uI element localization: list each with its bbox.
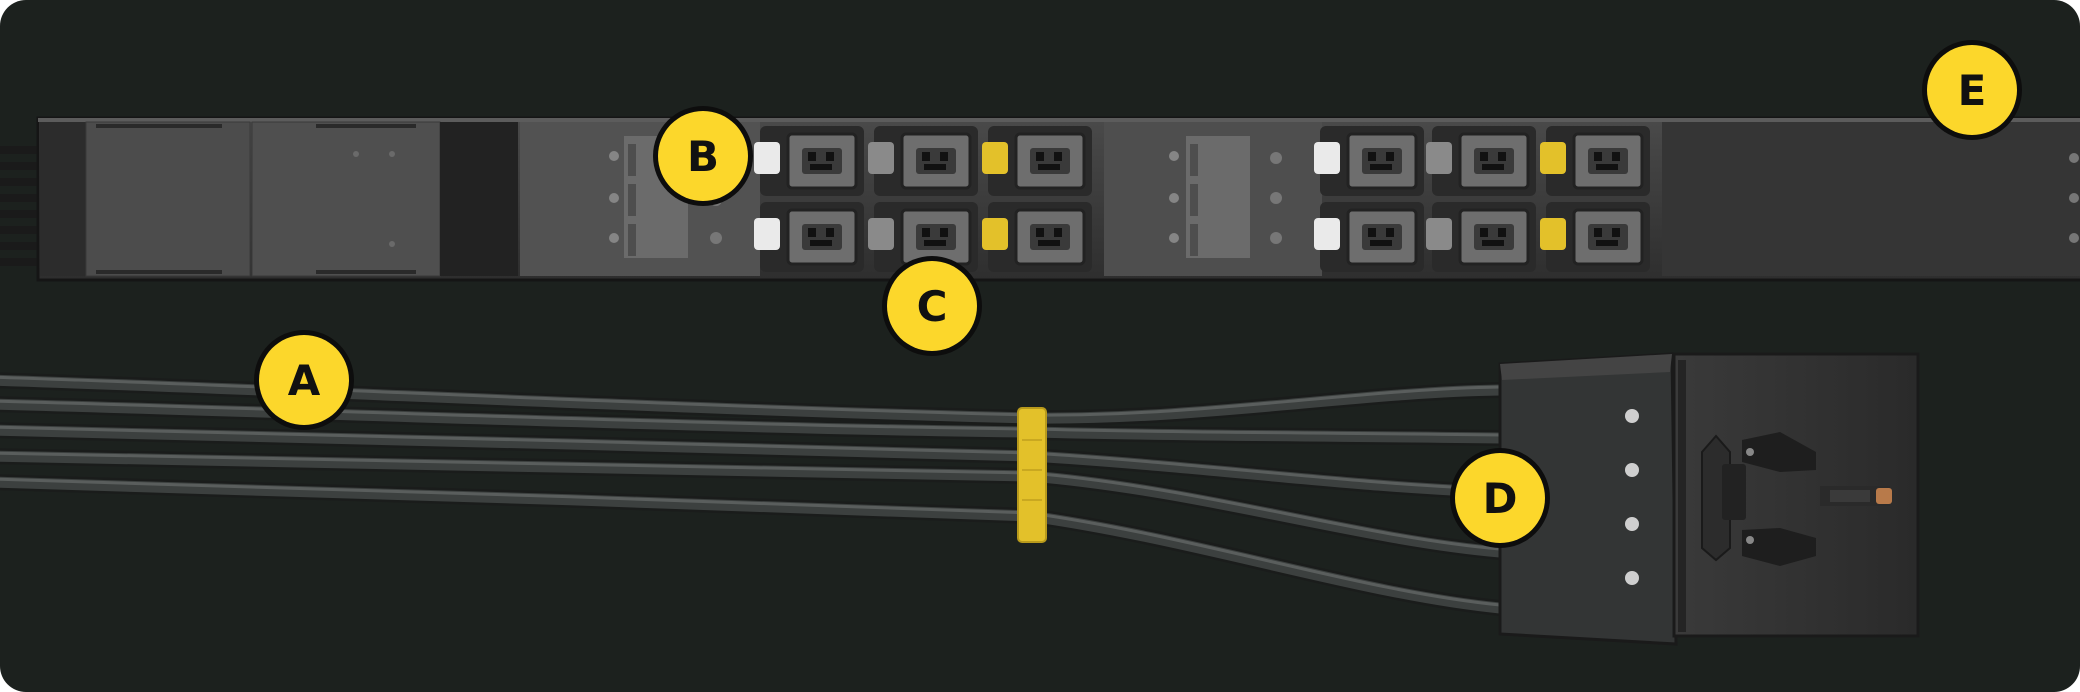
connector-latch bbox=[1701, 432, 1892, 566]
callout-badge-a: A bbox=[254, 330, 354, 430]
callout-badge-e: E bbox=[1922, 40, 2022, 140]
c19-outlet bbox=[1540, 126, 1650, 196]
c19-outlet bbox=[868, 202, 978, 272]
callout-badge-b: B bbox=[653, 106, 753, 206]
power-connector bbox=[1498, 352, 1920, 646]
strip-cable-stubs bbox=[0, 146, 56, 266]
c19-outlet bbox=[754, 126, 864, 196]
callout-badge-d: D bbox=[1450, 448, 1550, 548]
c19-outlet bbox=[1314, 126, 1424, 196]
cable-tie bbox=[1017, 407, 1047, 543]
c19-outlet bbox=[1426, 126, 1536, 196]
c19-outlet bbox=[868, 126, 978, 196]
outlet-bank-1 bbox=[754, 126, 1092, 272]
callout-badge-c: C bbox=[882, 256, 982, 356]
c19-outlet bbox=[982, 202, 1092, 272]
outlet-bank-2 bbox=[1314, 126, 1650, 272]
c19-outlet bbox=[1314, 202, 1424, 272]
callout-label-d: D bbox=[1483, 474, 1518, 523]
callout-label-c: C bbox=[917, 282, 948, 331]
c19-outlet bbox=[1426, 202, 1536, 272]
power-strip bbox=[0, 116, 2080, 282]
c19-outlet bbox=[1540, 202, 1650, 272]
c19-outlet bbox=[754, 202, 864, 272]
callout-label-a: A bbox=[288, 356, 321, 405]
callout-label-b: B bbox=[687, 132, 719, 181]
c19-outlet bbox=[982, 126, 1092, 196]
callout-label-e: E bbox=[1958, 66, 1987, 115]
circuit-breaker-group-2 bbox=[1169, 136, 1282, 258]
power-cable-bundle bbox=[0, 372, 1508, 616]
